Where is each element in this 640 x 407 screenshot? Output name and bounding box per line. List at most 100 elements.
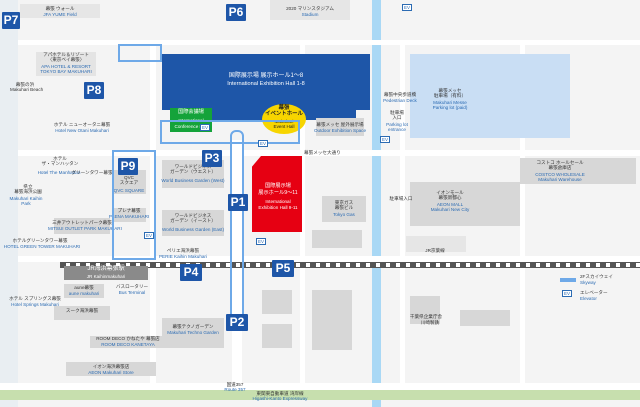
tokyo-gas-label: 東京ガス 幕張ビル [334, 200, 354, 211]
green-tower-label: グリーンタワー幕張 [71, 170, 113, 175]
exhibition-hall-label: 国際展示場 展示ホール1～8 [228, 73, 304, 79]
parking-entrance-top-en: Parking lot entrance [386, 122, 408, 133]
suehiro-label: スーク海浜幕張 [65, 308, 99, 313]
skyway-top [118, 44, 162, 62]
road-top [18, 40, 640, 45]
conference-hall-label-en2: Conference Hall [174, 124, 208, 129]
building-block [270, 0, 350, 20]
station-label: JR海浜幕張駅 [87, 266, 125, 272]
parking-p4[interactable]: P4 [180, 264, 202, 281]
skyway-left [112, 150, 156, 260]
kenritsu-park-label-en: Makuhari Kaihin Park [9, 196, 43, 207]
springs-label-en: Hotel Springs Makuhari [11, 302, 59, 307]
parking-p3[interactable]: P3 [202, 150, 222, 167]
event-hall-label2: イベントホール [265, 111, 303, 117]
apa-hotel-label-en: APA HOTEL & RESORT TOKYO BAY MAKUHARI [40, 64, 92, 75]
mitsui-label-en: MITSUI OUTLET PARK MAKUHARI [48, 226, 122, 231]
decoplaza-label-en: ROOM DECO KANETAYA [101, 342, 155, 347]
skyway-main [230, 130, 244, 320]
new-otani-label-en: Hotel New Otani Makuhari [55, 128, 109, 133]
route-357-label: 国道357 [226, 382, 244, 387]
aune [64, 284, 104, 298]
apa-hotel-block [36, 52, 96, 76]
parking-entrance-top: 駐車場 入口 [390, 110, 404, 121]
aeon-mall-label: イオンモール 幕張新都心 [436, 190, 464, 201]
parking-entrance2-label: 駐車場入口 [389, 196, 413, 201]
building-block [312, 290, 352, 350]
parking-p7[interactable]: P7 [2, 12, 20, 29]
route-357-label-en: Route 357 [224, 387, 246, 392]
expressway-label: 東関東自動車道 湾岸線 [256, 391, 304, 396]
costco-label-en: COSTCO WHOLESALE Makuhari Warehouse [535, 172, 585, 183]
event-hall-label1: 幕張 [278, 105, 290, 111]
skyway-hall [160, 120, 300, 144]
bus-terminal-label-en: Bus Terminal [118, 290, 146, 295]
springs-label: ホテル スプリングス幕張 [9, 296, 61, 301]
road-357 [0, 383, 640, 390]
sea-top-label: 幕張 ウォール [45, 6, 75, 11]
manhattan-label: ホテル ザ・マンハッタン [41, 156, 79, 167]
aeon-mall-label-en: AEON MALL Makuhari New City [430, 202, 470, 213]
exhibition-hall-1-8[interactable] [162, 54, 370, 110]
legend-skyway-ja: 2Fスカイウェイ [580, 274, 613, 279]
parking-p2[interactable]: P2 [226, 314, 248, 331]
legend-skyway-swatch [560, 278, 576, 282]
tokyo-gas [322, 196, 366, 222]
aune-label: aune幕張 [74, 285, 94, 290]
parking-p9[interactable]: P9 [118, 158, 138, 175]
aune-label-en: aune makuhari [68, 291, 100, 296]
messe-parking-label-en: Makuhari Messe Parking lot (paid) [432, 100, 468, 111]
jr-station[interactable] [64, 266, 148, 280]
kawasaki-label: 川崎製鉄 [420, 320, 440, 325]
decoplaza [90, 336, 166, 348]
event-hall-label-en2: Event Hall [273, 124, 295, 129]
parking-p8[interactable]: P8 [84, 82, 104, 99]
suehiro [54, 306, 110, 320]
hall-9-11-label-en1: International [265, 199, 291, 204]
station-label-en: JR Kaihinmakuhari [86, 274, 126, 279]
elevator-icon: EV [258, 140, 269, 147]
techno-garden [162, 318, 224, 348]
building-block [460, 310, 510, 326]
building-block [262, 324, 292, 348]
exhibition-hall-label-en: International Exhibition Hall 1-8 [227, 81, 305, 87]
expressway-label-en: Higashi-Kanto Expressway [252, 396, 308, 401]
hall-9-11-label2: 展示ホール9～11 [258, 190, 298, 196]
sea-area [0, 0, 18, 407]
exhibition-hall-9-11[interactable] [252, 156, 302, 232]
apa-hotel-label: アパホテル＆リゾート 〈東京ベイ幕張〉 [43, 52, 89, 63]
techno-garden-label-en: Makuhari Techno Garden [167, 330, 219, 335]
costco-label: コストコ ホールセール 幕張倉庫店 [536, 160, 584, 171]
legend-elevator-ja: エレベーター [580, 290, 608, 295]
kenritsu-park-label: 県立 幕張海浜公園 [14, 184, 42, 195]
wbg-east [162, 210, 224, 236]
aeon-style-label-en: AEON Makuhari Store [88, 370, 134, 375]
hotel-green-tower-label: ホテルグリーンタワー幕張 [12, 238, 68, 243]
road-v5 [520, 40, 525, 385]
road-v3 [300, 40, 305, 385]
parking-p6[interactable]: P6 [226, 4, 246, 21]
aeon-style-label: イオン海浜幕張店 [92, 364, 130, 369]
building-block [406, 236, 466, 252]
outdoor-space-label-en: Outdoor Exhibition Space [313, 128, 367, 133]
conference-hall-label: 国際会議場 [178, 109, 204, 115]
elevator-icon: EV [402, 4, 413, 11]
aeon-mall [410, 182, 520, 226]
legend-elevator-icon: EV [562, 290, 573, 297]
wbg-east-label: ワールドビジネス ガーデン（イースト） [170, 213, 216, 224]
sea-top-label-en: JFA YUME Field [43, 12, 77, 17]
hall-9-11-label-en2: Exhibition Hall 9-11 [258, 205, 298, 210]
building-block [410, 296, 440, 324]
parking-p1[interactable]: P1 [228, 194, 248, 211]
perie-label-en: PERIE Kaihin Makuhari [158, 254, 207, 259]
road-v1 [150, 40, 156, 385]
costco [520, 158, 636, 184]
messe-parking-lot[interactable] [410, 54, 570, 138]
wbg-west-label: ワールドビジネス ガーデン（ウエスト） [170, 164, 216, 175]
mitsui-outlet [54, 218, 110, 234]
parking-p5[interactable]: P5 [272, 260, 294, 277]
decoplaza-label: ROOM DECO かねたや 幕張店 [96, 336, 160, 341]
river [372, 0, 381, 407]
building-block [262, 290, 292, 314]
